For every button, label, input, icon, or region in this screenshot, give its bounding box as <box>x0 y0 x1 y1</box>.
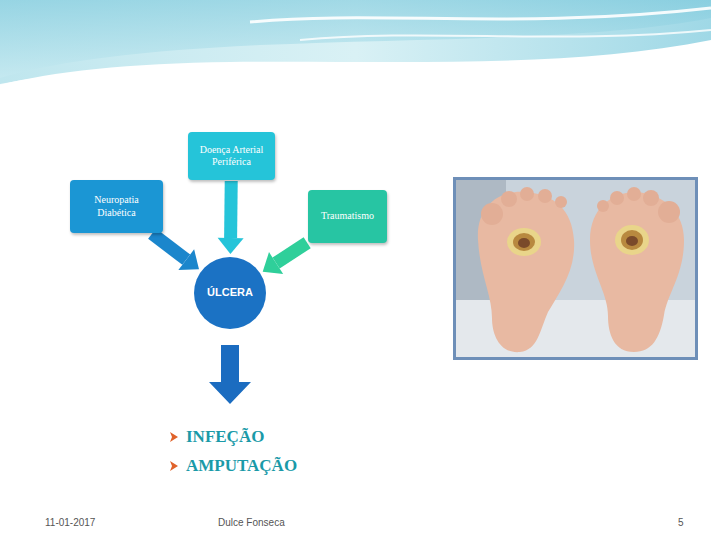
bullet-symbol <box>170 432 178 471</box>
block-arrow <box>218 181 244 254</box>
ulcer-circle: ÚLCERA <box>193 256 267 330</box>
arrow-shaft <box>276 243 307 263</box>
block-arrow <box>263 243 307 274</box>
header-wave <box>0 0 711 85</box>
cause-box: Doença Arterial Periférica <box>188 132 275 180</box>
footer-date: 11-01-2017 <box>45 517 95 528</box>
foot-photo <box>453 177 698 360</box>
arrow-shaft <box>224 181 238 238</box>
arrow-head <box>178 249 199 270</box>
cause-box: Traumatismo <box>308 190 387 243</box>
slide-number: 5 <box>678 517 684 528</box>
arrow-shaft <box>152 234 186 260</box>
arrow-head <box>263 252 284 274</box>
box-label: Traumatismo <box>314 210 381 223</box>
cause-box: Neuropatia Diabética <box>70 180 163 233</box>
circle-label: ÚLCERA <box>207 286 253 300</box>
consequence-item: AMPUTAÇÃO <box>186 456 297 476</box>
circle-shape <box>194 257 266 329</box>
footer-author: Dulce Fonseca <box>218 517 285 528</box>
down-arrow <box>209 345 251 404</box>
consequence-item: INFEÇÃO <box>186 427 264 447</box>
box-label: Doença Arterial Periférica <box>194 144 269 169</box>
arrow-head <box>218 238 244 254</box>
block-arrow <box>152 234 199 270</box>
box-label: Neuropatia Diabética <box>76 194 157 219</box>
